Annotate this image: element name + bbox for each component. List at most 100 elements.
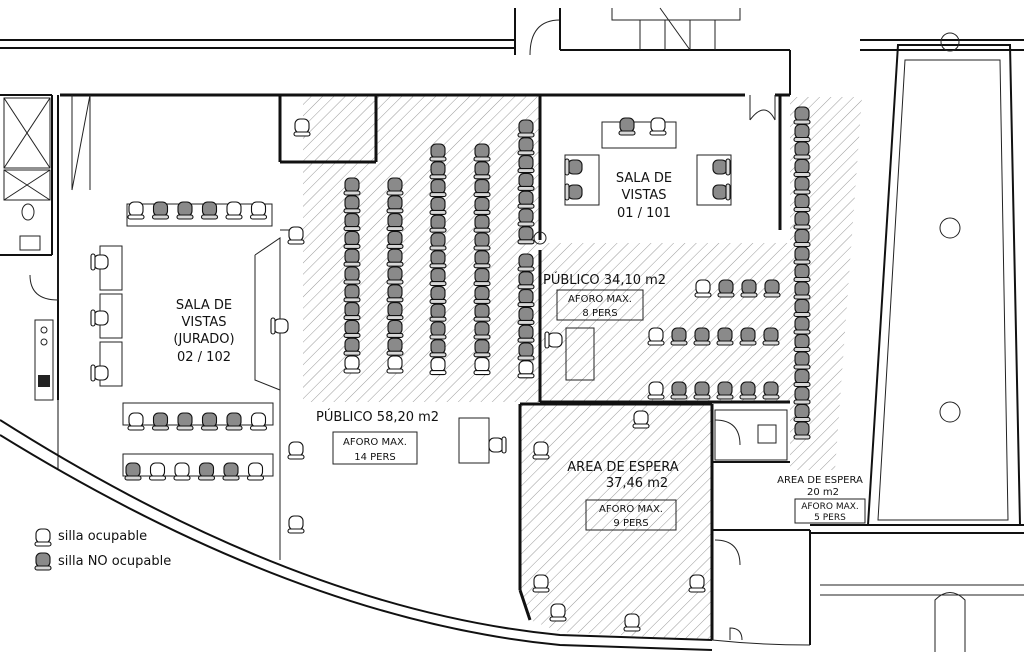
chair-not-occupiable (517, 172, 535, 191)
chair-occupiable (623, 613, 641, 632)
chair-not-occupiable (517, 190, 535, 209)
chair-not-occupiable (793, 141, 811, 160)
publico-34-aforo1: AFORO MAX. (568, 294, 632, 305)
chair-not-occupiable (793, 193, 811, 213)
chair-not-occupiable (793, 298, 811, 318)
chair-not-occupiable (517, 253, 535, 272)
espera-20-aforo2: 5 PERS (814, 513, 846, 523)
chair-not-occupiable (429, 161, 447, 180)
aforo-box-publico-58 (332, 431, 418, 465)
chair-not-occupiable (473, 303, 491, 322)
chair-not-occupiable (429, 285, 447, 304)
chair-occupiable (90, 309, 109, 327)
legend-chair-occupiable-icon (34, 528, 52, 547)
chair-not-occupiable (793, 351, 811, 370)
chair-not-occupiable (712, 183, 731, 201)
chair-occupiable (532, 574, 550, 593)
chair-not-occupiable (222, 462, 240, 481)
sala-vistas-2-name3: (JURADO) (173, 332, 234, 347)
chair-not-occupiable (793, 403, 811, 423)
chair-not-occupiable (429, 179, 447, 198)
chair-not-occupiable (693, 327, 711, 346)
espera-20-area: 20 m2 (807, 487, 839, 498)
chair-not-occupiable (197, 462, 216, 481)
chair-occupiable (173, 462, 191, 481)
chair-not-occupiable (429, 250, 447, 269)
chair-occupiable (270, 317, 289, 335)
walls (0, 7, 1024, 652)
chair-not-occupiable (343, 319, 361, 338)
chair-not-occupiable (429, 268, 447, 287)
chair-occupiable (549, 603, 567, 622)
chair-occupiable (90, 364, 109, 382)
legend-not-occupiable-label: silla NO ocupable (58, 554, 171, 569)
chair-not-occupiable (762, 381, 780, 400)
chair-occupiable (647, 327, 665, 346)
publico-34-zone (540, 243, 790, 402)
chair-not-occupiable (386, 337, 404, 356)
chair-occupiable (473, 357, 491, 376)
publico-58-label: PÚBLICO 58,20 m2 (316, 409, 439, 425)
chair-not-occupiable (343, 213, 361, 232)
chair-not-occupiable (793, 333, 811, 353)
chair-not-occupiable (693, 381, 711, 400)
chair-occupiable (148, 462, 167, 481)
sala-vistas-1-code: 01 / 101 (617, 206, 671, 221)
chair-not-occupiable (473, 161, 491, 180)
chair-not-occupiable (793, 211, 811, 230)
chair-not-occupiable (429, 303, 447, 322)
chair-not-occupiable (793, 228, 811, 248)
chair-not-occupiable (343, 195, 361, 214)
hatched-zones (303, 95, 862, 640)
chair-not-occupiable (429, 321, 447, 340)
espera-20-label: AREA DE ESPERA (777, 475, 863, 486)
chair-not-occupiable (740, 279, 758, 298)
chair-occupiable (287, 441, 305, 460)
publico-58-aforo1: AFORO MAX. (343, 437, 407, 448)
chair-not-occupiable (429, 214, 447, 233)
chair-occupiable (532, 441, 550, 460)
chair-not-occupiable (176, 201, 194, 220)
chair-occupiable (225, 201, 243, 220)
chair-not-occupiable (762, 327, 780, 346)
chair-occupiable (647, 381, 665, 400)
chair-occupiable (287, 515, 305, 534)
chair-not-occupiable (429, 232, 447, 251)
sala-vistas-2-code: 02 / 102 (177, 350, 231, 365)
publico-34-label: PÚBLICO 34,10 m2 (543, 272, 666, 288)
chair-not-occupiable (429, 339, 447, 358)
chair-not-occupiable (712, 158, 731, 176)
espera-37-area: 37,46 m2 (606, 476, 668, 491)
chair-not-occupiable (793, 421, 811, 440)
chair-not-occupiable (793, 316, 811, 335)
chair-not-occupiable (176, 412, 194, 431)
labels: SALA DE VISTAS 01 / 101 SALA DE VISTAS (… (173, 171, 863, 529)
espera-37-aforo1: AFORO MAX. (599, 504, 663, 515)
chair-not-occupiable (763, 279, 781, 298)
chair-occupiable (517, 360, 535, 379)
chair-not-occupiable (793, 263, 811, 283)
chair-not-occupiable (517, 342, 535, 361)
chair-not-occupiable (473, 339, 491, 358)
chair-not-occupiable (343, 248, 361, 267)
chair-not-occupiable (793, 386, 811, 405)
chair-not-occupiable (343, 177, 361, 196)
chair-occupiable (249, 412, 268, 431)
chair-not-occupiable (386, 266, 404, 285)
chair-not-occupiable (386, 302, 404, 321)
chair-not-occupiable (793, 246, 811, 265)
chair-not-occupiable (793, 158, 811, 178)
chair-occupiable (293, 118, 311, 137)
chair-not-occupiable (343, 337, 361, 356)
chair-occupiable (343, 355, 361, 374)
chair-not-occupiable (200, 412, 219, 431)
chair-occupiable (488, 436, 507, 454)
chair-not-occupiable (473, 285, 491, 304)
chair-occupiable (249, 201, 268, 220)
chair-not-occupiable (473, 232, 491, 251)
chair-not-occupiable (517, 306, 535, 325)
chair-not-occupiable (343, 230, 361, 249)
chair-not-occupiable (716, 381, 734, 400)
chair-not-occupiable (517, 208, 535, 227)
chair-not-occupiable (473, 250, 491, 269)
